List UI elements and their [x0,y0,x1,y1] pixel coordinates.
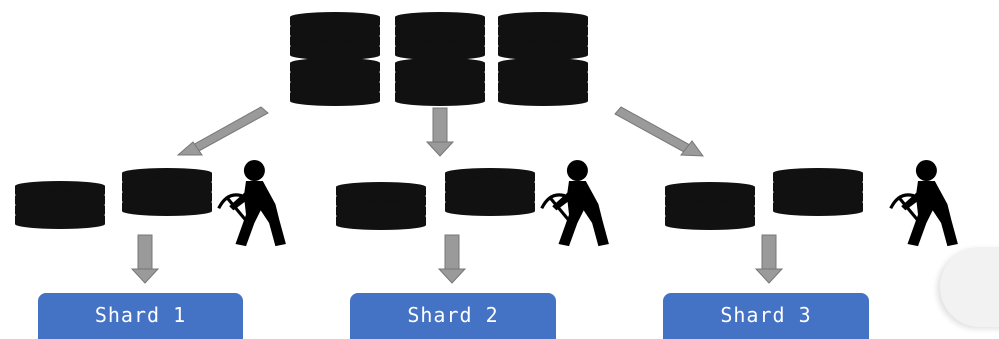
shard-group-2 [336,158,611,248]
distribution-arrows [176,106,705,157]
database-icon [498,58,588,106]
database-icon [445,168,535,216]
shard-arrows [131,234,783,284]
shard-3-label: Shard 3 [720,303,812,327]
arrow-icon [438,234,466,284]
database-icon [498,12,588,60]
database-icon [665,182,755,230]
database-icon [122,168,212,216]
database-icon [773,168,863,216]
source-database-group [290,12,588,106]
miner-icon [540,158,611,248]
shard-group-1 [15,158,288,248]
shard-2-box: Shard 2 [350,293,556,339]
arrow-icon [131,234,159,284]
corner-decoration [940,247,999,327]
database-icon [15,181,105,229]
shard-1-label: Shard 1 [94,303,187,327]
database-icon [290,58,380,106]
shard-1-box: Shard 1 [38,293,243,339]
miner-icon [889,158,960,248]
database-icon [395,58,485,106]
arrow-icon [426,107,454,157]
database-icon [290,12,380,60]
database-icon [395,12,485,60]
database-icon [336,182,426,230]
arrow-icon [614,106,705,157]
shard-2-label: Shard 2 [407,303,499,327]
arrow-icon [176,106,269,156]
shard-group-3 [665,158,960,248]
shard-3-box: Shard 3 [663,293,869,339]
miner-icon [217,158,288,248]
arrow-icon [755,234,783,284]
